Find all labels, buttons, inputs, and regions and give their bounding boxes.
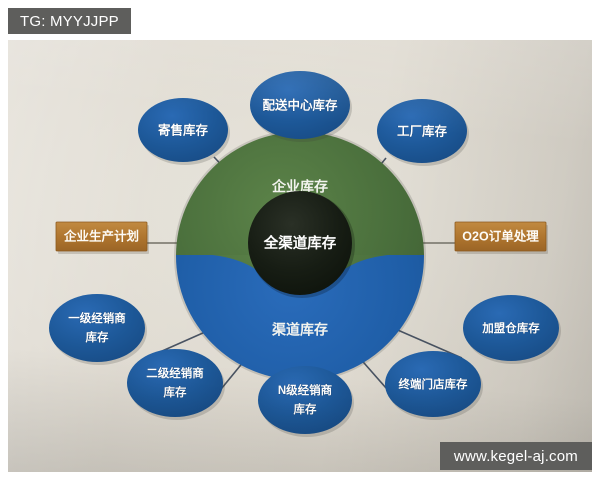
consignment-ellipse[interactable]: [138, 98, 228, 162]
watermark-top-left: TG: MYYJJPP: [8, 8, 131, 34]
hub-enterprise-label: 企业库存: [271, 179, 328, 195]
node-terminal-store[interactable]: 终端门店库存: [385, 351, 483, 420]
box-o2o-order[interactable]: O2O订单处理: [454, 221, 548, 254]
node-franchise-warehouse[interactable]: 加盟仓库存: [463, 295, 561, 364]
core-disc[interactable]: [248, 191, 352, 295]
dealer-l1-label-line1: 一级经销商: [68, 311, 126, 325]
box-production-plan[interactable]: 企业生产计划: [55, 221, 149, 254]
franchise-warehouse-ellipse[interactable]: [463, 295, 559, 361]
franchise-warehouse-label: 加盟仓库存: [481, 321, 540, 335]
dealer-l1-ellipse[interactable]: [49, 294, 145, 362]
dealer-l2-label-line2: 库存: [164, 385, 187, 399]
distribution-center-label: 配送中心库存: [262, 97, 338, 112]
diagram-photo: 企业库存 渠道库存 全渠道库存 企业生产计划 O2O订单处理: [8, 40, 592, 472]
o2o-order-label: O2O订单处理: [462, 228, 539, 243]
node-dealer-l2[interactable]: 二级经销商 库存: [127, 349, 225, 420]
dealer-l2-label-line1: 二级经销商: [146, 366, 204, 380]
hub-channel-ring[interactable]: [176, 132, 424, 380]
production-plan-label: 企业生产计划: [63, 228, 139, 243]
distribution-center-ellipse[interactable]: [250, 71, 350, 139]
production-plan-rect[interactable]: [55, 221, 148, 252]
consignment-label: 寄售库存: [158, 122, 209, 137]
dealer-ln-label-line1: N级经销商: [278, 383, 333, 397]
core-circle[interactable]: 全渠道库存: [248, 191, 355, 298]
inventory-hub-diagram: 企业库存 渠道库存 全渠道库存 企业生产计划 O2O订单处理: [49, 71, 561, 437]
node-distribution-center[interactable]: 配送中心库存: [250, 71, 352, 142]
dealer-ln-ellipse[interactable]: [258, 366, 352, 434]
factory-label: 工厂库存: [397, 123, 448, 138]
dealer-l2-ellipse[interactable]: [127, 349, 223, 417]
dealer-l1-label-line2: 库存: [86, 330, 109, 344]
terminal-store-label: 终端门店库存: [399, 377, 468, 391]
terminal-store-ellipse[interactable]: [385, 351, 481, 417]
o2o-order-rect[interactable]: [454, 221, 547, 252]
node-dealer-l1[interactable]: 一级经销商 库存: [49, 294, 147, 365]
dealer-ln-label-line2: 库存: [294, 402, 317, 416]
core-label: 全渠道库存: [263, 234, 337, 252]
hub-channel-label: 渠道库存: [271, 322, 328, 338]
node-factory[interactable]: 工厂库存: [377, 99, 469, 166]
factory-ellipse[interactable]: [377, 99, 467, 163]
watermark-bottom-right: www.kegel-aj.com: [439, 442, 592, 470]
node-consignment[interactable]: 寄售库存: [138, 98, 230, 165]
node-dealer-ln[interactable]: N级经销商 库存: [258, 366, 354, 437]
